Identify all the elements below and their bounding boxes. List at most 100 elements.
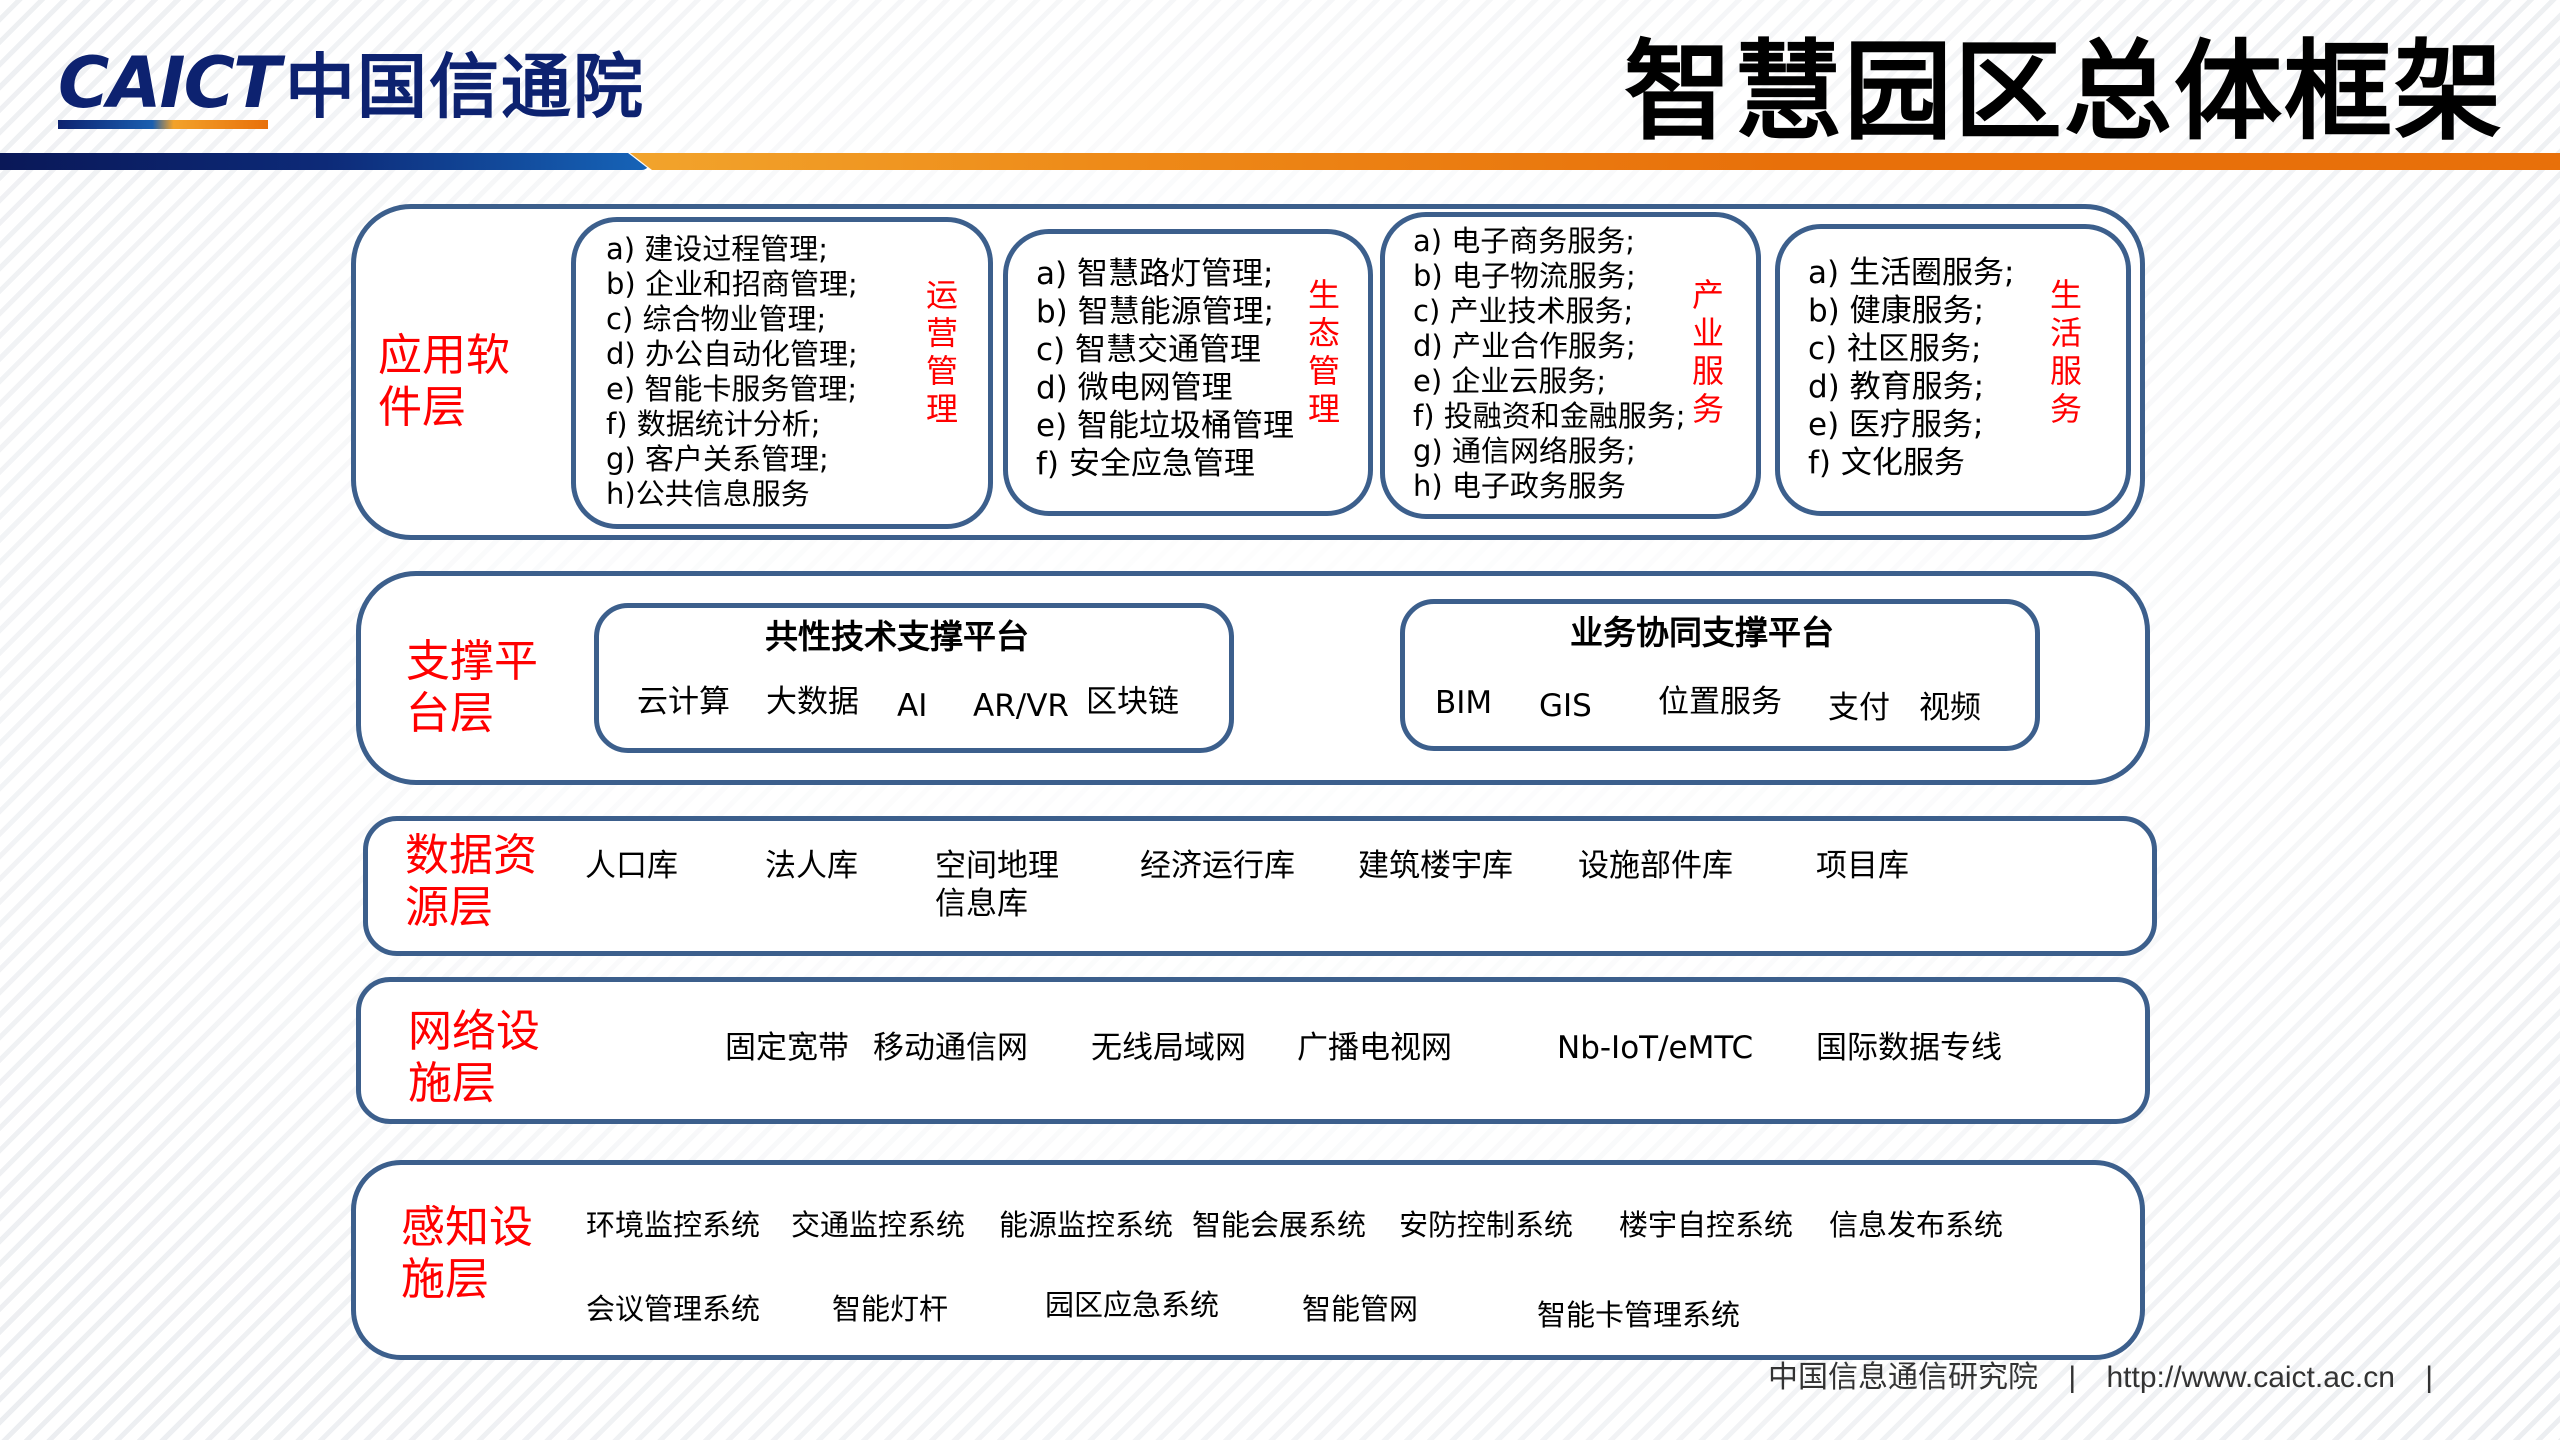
application-layer-label: 应用软 件层	[378, 330, 510, 434]
list-item: c) 产业技术服务;	[1413, 294, 1634, 328]
platform-item: 视频	[1919, 690, 1981, 726]
life-services-label: 生 活 服 务	[2048, 276, 2084, 428]
operations-management-list: a) 建设过程管理; b) 企业和招商管理; c) 综合物业管理; d) 办公自…	[606, 232, 858, 512]
network-infra-layer	[356, 977, 2150, 1124]
label-char: 业	[1691, 314, 1724, 352]
operations-management-label: 运 营 管 理	[924, 276, 960, 428]
ecology-management-label: 生 态 管 理	[1306, 276, 1342, 428]
caict-logo-text: CAICT	[58, 42, 281, 124]
list-item: a) 建设过程管理;	[606, 232, 829, 266]
label-line: 数据资	[405, 830, 537, 881]
label-line: 件层	[378, 382, 466, 433]
data-resource-layer-label: 数据资 源层	[405, 830, 537, 934]
network-infra-layer-label: 网络设 施层	[408, 1006, 540, 1110]
list-item: e) 智能卡服务管理;	[606, 372, 858, 406]
ecology-management-box	[1003, 229, 1373, 516]
list-item: f) 安全应急管理	[1036, 446, 1255, 482]
list-item: b) 电子物流服务;	[1413, 259, 1636, 293]
network-item: 国际数据专线	[1816, 1030, 2002, 1066]
network-item: Nb-IoT/eMTC	[1557, 1030, 1754, 1066]
label-line: 源层	[405, 882, 493, 933]
list-item: b) 企业和招商管理;	[606, 267, 858, 301]
label-char: 产	[1691, 276, 1724, 314]
perception-item: 智能管网	[1302, 1292, 1419, 1326]
platform-item: 区块链	[1086, 684, 1179, 720]
page-title: 智慧园区总体框架	[1623, 30, 2504, 155]
list-item: d) 产业合作服务;	[1413, 329, 1636, 363]
perception-item: 楼宇自控系统	[1619, 1208, 1794, 1242]
label-char: 务	[1691, 390, 1724, 428]
label-char: 服	[2049, 352, 2082, 390]
footer-url-link[interactable]: http://www.caict.ac.cn	[2106, 1361, 2395, 1394]
header-bar-orange	[630, 153, 2560, 170]
perception-item: 园区应急系统	[1045, 1288, 1220, 1322]
list-item: e) 企业云服务;	[1413, 364, 1607, 398]
label-char: 管	[1307, 352, 1340, 390]
perception-infra-layer-label: 感知设 施层	[401, 1202, 533, 1306]
perception-item: 智能会展系统	[1192, 1208, 1367, 1242]
network-item: 固定宽带	[725, 1030, 849, 1066]
logo-underline	[58, 120, 268, 129]
list-item: f) 投融资和金融服务;	[1413, 399, 1686, 433]
list-item: e) 智能垃圾桶管理	[1036, 408, 1295, 444]
data-item: 信息库	[935, 886, 1028, 922]
data-item: 人口库	[585, 848, 678, 884]
perception-infra-layer	[351, 1160, 2145, 1360]
platform-item: GIS	[1539, 688, 1592, 724]
perception-item: 交通监控系统	[791, 1208, 966, 1242]
label-char: 理	[925, 390, 958, 428]
label-line: 施层	[408, 1058, 496, 1109]
label-char: 态	[1307, 314, 1340, 352]
data-item: 建筑楼宇库	[1358, 848, 1513, 884]
industry-services-box	[1380, 212, 1761, 519]
label-char: 理	[1307, 390, 1340, 428]
industry-services-label: 产 业 服 务	[1690, 276, 1726, 428]
life-services-list: a) 生活圈服务; b) 健康服务; c) 社区服务; d) 教育服务; e) …	[1808, 254, 2014, 482]
label-char: 务	[2049, 390, 2082, 428]
list-item: d) 教育服务;	[1808, 369, 1985, 405]
list-item: a) 电子商务服务;	[1413, 224, 1636, 258]
list-item: d) 微电网管理	[1036, 370, 1233, 406]
list-item: f) 文化服务	[1808, 445, 1965, 481]
data-item: 经济运行库	[1140, 848, 1295, 884]
perception-item: 智能灯杆	[832, 1292, 949, 1326]
platform-item: BIM	[1435, 685, 1493, 721]
list-item: a) 智慧路灯管理;	[1036, 256, 1274, 292]
business-collab-platform-box	[1400, 599, 2040, 751]
list-item: g) 客户关系管理;	[606, 442, 829, 476]
platform-item: AI	[897, 688, 928, 724]
network-item: 无线局域网	[1091, 1030, 1246, 1066]
ecology-management-list: a) 智慧路灯管理; b) 智慧能源管理; c) 智慧交通管理 d) 微电网管理…	[1036, 255, 1294, 483]
list-item: d) 办公自动化管理;	[606, 337, 858, 371]
list-item: c) 智慧交通管理	[1036, 332, 1261, 368]
label-line: 施层	[401, 1254, 489, 1305]
perception-item: 信息发布系统	[1829, 1208, 2004, 1242]
label-char: 服	[1691, 352, 1724, 390]
label-char: 营	[925, 314, 958, 352]
data-item: 项目库	[1816, 848, 1909, 884]
support-platform-layer-label: 支撑平 台层	[406, 636, 538, 740]
perception-item: 智能卡管理系统	[1537, 1298, 1741, 1332]
network-item: 广播电视网	[1297, 1030, 1452, 1066]
label-line: 网络设	[408, 1006, 540, 1057]
perception-item: 环境监控系统	[586, 1208, 761, 1242]
perception-item: 会议管理系统	[586, 1292, 761, 1326]
platform-item: 支付	[1828, 690, 1890, 726]
footer-separator: |	[2068, 1361, 2077, 1394]
business-collab-platform-title: 业务协同支撑平台	[1570, 613, 1834, 652]
label-char: 生	[1307, 276, 1340, 314]
footer: 中国信息通信研究院 | http://www.caict.ac.cn |	[1768, 1352, 2433, 1396]
platform-item: 大数据	[766, 684, 859, 720]
platform-item: AR/VR	[973, 688, 1069, 724]
list-item: h) 电子政务服务	[1413, 469, 1626, 503]
footer-separator: |	[2425, 1361, 2434, 1394]
header-bar-blue	[0, 153, 650, 170]
list-item: h)公共信息服务	[606, 477, 810, 511]
common-tech-platform-title: 共性技术支撑平台	[765, 617, 1029, 656]
life-services-box	[1775, 224, 2131, 516]
list-item: a) 生活圈服务;	[1808, 255, 2015, 291]
perception-item: 能源监控系统	[999, 1208, 1174, 1242]
data-item: 设施部件库	[1578, 848, 1733, 884]
label-char: 运	[925, 276, 958, 314]
operations-management-box	[571, 217, 993, 529]
